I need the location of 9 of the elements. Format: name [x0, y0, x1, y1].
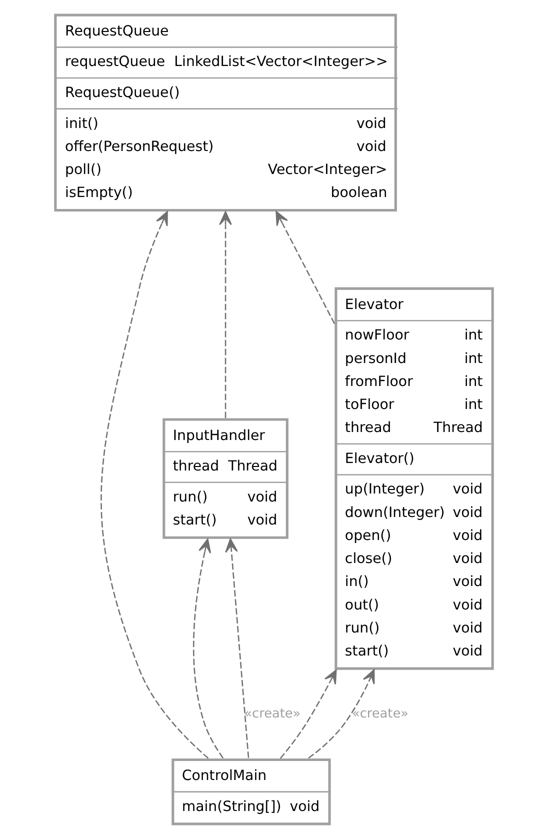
arrow — [280, 669, 337, 759]
arrow — [100, 211, 209, 759]
arrow — [219, 211, 232, 418]
edge-label: «create» — [244, 706, 301, 722]
arrow — [192, 538, 224, 758]
arrow — [225, 538, 250, 758]
arrow — [308, 669, 375, 759]
edge-label: «create» — [352, 706, 408, 722]
arrow — [276, 211, 336, 324]
